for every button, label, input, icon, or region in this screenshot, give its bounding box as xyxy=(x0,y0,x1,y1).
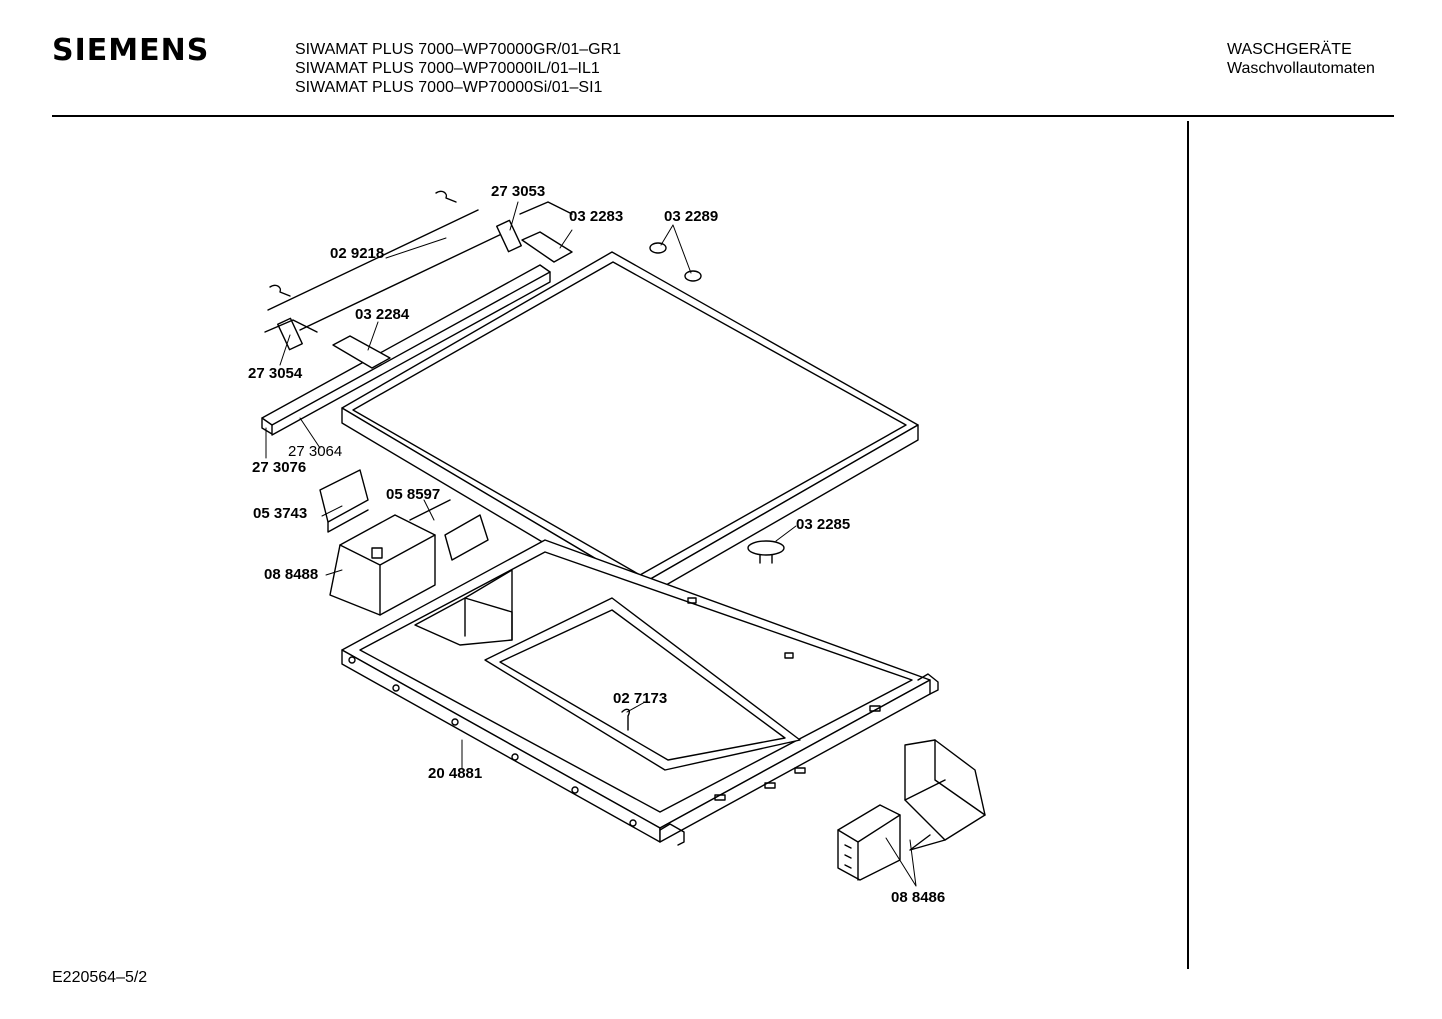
switch-assembly xyxy=(904,739,986,851)
part-label-027173: 02 7173 xyxy=(613,690,667,707)
part-label-058597: 05 8597 xyxy=(386,486,440,503)
part-label-273053: 27 3053 xyxy=(491,183,545,200)
part-label-032283: 03 2283 xyxy=(569,208,623,225)
screws xyxy=(269,190,457,297)
hinge-right xyxy=(496,201,573,253)
part-label-273064: 27 3064 xyxy=(288,443,342,460)
cover-053743 xyxy=(319,469,369,533)
document-code: E220564–5/2 xyxy=(52,969,148,986)
module-088486 xyxy=(837,804,901,881)
model-line-2: SIWAMAT PLUS 7000–WP70000IL/01–IL1 xyxy=(295,60,600,77)
lid-panel xyxy=(341,251,919,601)
rear-rail xyxy=(261,209,551,436)
header-divider xyxy=(52,115,1394,117)
part-label-273054: 27 3054 xyxy=(248,365,303,382)
part-label-273076: 27 3076 xyxy=(252,459,306,476)
model-line-3: SIWAMAT PLUS 7000–WP70000Si/01–SI1 xyxy=(295,79,603,96)
part-label-204881: 20 4881 xyxy=(428,765,482,782)
model-line-1: SIWAMAT PLUS 7000–WP70000GR/01–GR1 xyxy=(295,41,622,58)
brand-logo: SIEMENS xyxy=(52,33,210,68)
part-label-053743: 05 3743 xyxy=(253,505,307,522)
bracket-032284 xyxy=(332,335,391,369)
category-title: WASCHGERÄTE xyxy=(1227,41,1352,58)
dispenser-088488 xyxy=(329,514,436,616)
hinge-left xyxy=(264,317,318,351)
feet-032289 xyxy=(649,242,702,282)
side-divider xyxy=(1187,121,1189,969)
latch-032285 xyxy=(747,540,785,564)
part-label-032285: 03 2285 xyxy=(796,516,850,533)
model-list: SIWAMAT PLUS 7000–WP70000GR/01–GR1 SIWAM… xyxy=(295,40,621,97)
base-frame xyxy=(341,539,939,846)
part-label-032289: 03 2289 xyxy=(664,208,718,225)
bracket-032283 xyxy=(521,231,573,263)
clip-027173 xyxy=(621,708,631,731)
category-subtitle: Waschvollautomaten xyxy=(1227,60,1375,77)
part-label-032284: 03 2284 xyxy=(355,306,410,323)
part-label-088488: 08 8488 xyxy=(264,566,318,583)
part-label-029218: 02 9218 xyxy=(330,245,384,262)
flap-058597 xyxy=(409,499,489,561)
category-block: WASCHGERÄTE Waschvollautomaten xyxy=(1227,40,1375,78)
part-label-088486: 08 8486 xyxy=(891,889,945,906)
leader-lines xyxy=(265,201,917,887)
